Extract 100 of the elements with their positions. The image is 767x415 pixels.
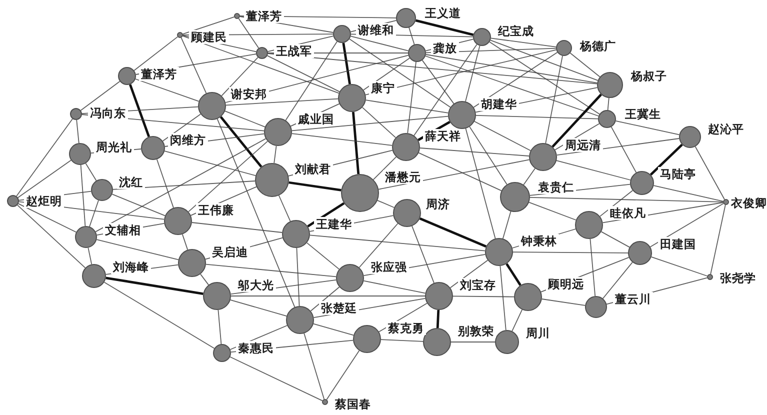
edge-line [602, 262, 633, 299]
edge-line [650, 256, 708, 276]
edge-line [135, 78, 200, 102]
name-label: 邬大光 [236, 278, 276, 292]
edge-line [288, 181, 342, 192]
edge-line [191, 222, 283, 233]
edge-line [545, 55, 563, 144]
edge-line [523, 168, 536, 186]
edge-line [450, 260, 488, 288]
edge-line [95, 138, 266, 232]
name-label: 潘懋元 [383, 170, 423, 184]
name-label: 王建华 [314, 217, 354, 231]
edge-line [422, 60, 454, 104]
edge-line [552, 94, 602, 148]
edge-line [710, 204, 726, 275]
name-label: 闵维方 [168, 133, 208, 147]
edge-line [268, 53, 598, 84]
name-label: 刘海峰 [111, 260, 151, 274]
name-label: 吴启迪 [210, 245, 250, 259]
edge-line [415, 19, 474, 36]
name-label: 秦惠民 [236, 341, 276, 355]
edge-line [182, 16, 235, 35]
edge-line [88, 247, 92, 265]
edge-line [377, 200, 395, 208]
edge-line [650, 203, 724, 248]
name-label: 张楚廷 [319, 301, 359, 315]
name-label: 康宁 [369, 81, 397, 95]
name-label: 周远清 [563, 138, 603, 152]
edge-line [556, 160, 631, 180]
edge-line [162, 114, 202, 142]
edge-line [128, 84, 150, 138]
edge-line [694, 146, 725, 200]
name-label: 周光礼 [94, 140, 134, 154]
edge-line [610, 126, 637, 173]
edge-line [362, 106, 396, 138]
edge-line [89, 200, 99, 228]
edge-line [506, 263, 522, 286]
name-label: 顾明远 [546, 277, 586, 291]
edge-line [230, 299, 288, 317]
edge-line [104, 282, 215, 349]
name-label: 龚放 [431, 41, 459, 55]
edge-line [16, 204, 86, 268]
edge-line [541, 298, 586, 306]
edge-line [469, 126, 508, 185]
edge-line [489, 41, 600, 115]
edge-line [528, 202, 576, 220]
edge-line [216, 118, 296, 308]
edge-line [342, 42, 351, 84]
edge-line [164, 150, 256, 176]
edge-line [500, 265, 506, 330]
edge-line [436, 310, 440, 328]
edge-line [490, 40, 598, 81]
edge-line [76, 120, 80, 144]
edge-line [306, 242, 340, 270]
name-label: 董泽芳 [139, 67, 179, 81]
edge-line [358, 223, 398, 268]
name-label: 杨德广 [578, 39, 618, 53]
name-label: 戚业国 [296, 112, 336, 126]
edge-line [134, 36, 178, 71]
edge-line [326, 350, 360, 400]
edge-line [412, 226, 434, 284]
edge-line [106, 276, 204, 295]
name-label: 钟秉林 [519, 234, 559, 248]
edge-line [291, 133, 393, 146]
edge-line [180, 37, 207, 94]
edge-line [221, 56, 258, 96]
edge-line [476, 114, 598, 120]
edge-line [452, 296, 514, 298]
edge-line [363, 58, 410, 90]
edge-line [414, 44, 478, 136]
name-label: 薛天祥 [423, 129, 463, 143]
name-label: 沈红 [117, 175, 145, 189]
edge-line [182, 36, 340, 94]
edge-line [182, 234, 188, 250]
edge-line [590, 238, 596, 296]
name-label: 胡建华 [479, 97, 519, 111]
edge-line [18, 203, 77, 233]
edge-line [372, 156, 397, 180]
edge-line [407, 61, 416, 134]
edge-line [380, 339, 424, 342]
edge-line [420, 148, 530, 156]
edge-line [285, 41, 338, 121]
edge-line [307, 202, 345, 228]
name-label: 王伟廉 [196, 203, 236, 217]
name-label: 刘宝存 [458, 278, 498, 292]
name-label: 别敦荣 [456, 324, 496, 338]
edge-line [304, 332, 325, 400]
name-label: 田建国 [658, 237, 698, 251]
name-label: 谢维和 [356, 23, 396, 37]
edge-line [363, 280, 426, 294]
edge-line [600, 190, 634, 217]
edge-line [96, 239, 179, 260]
edge-line [365, 100, 449, 114]
edge-line [226, 98, 338, 106]
name-label: 张尧学 [718, 271, 758, 285]
edge-line [16, 118, 73, 197]
name-label: 杨叔子 [629, 69, 669, 83]
name-label: 顾建民 [189, 30, 229, 44]
edge-line [615, 120, 680, 136]
edge-line [224, 110, 266, 128]
